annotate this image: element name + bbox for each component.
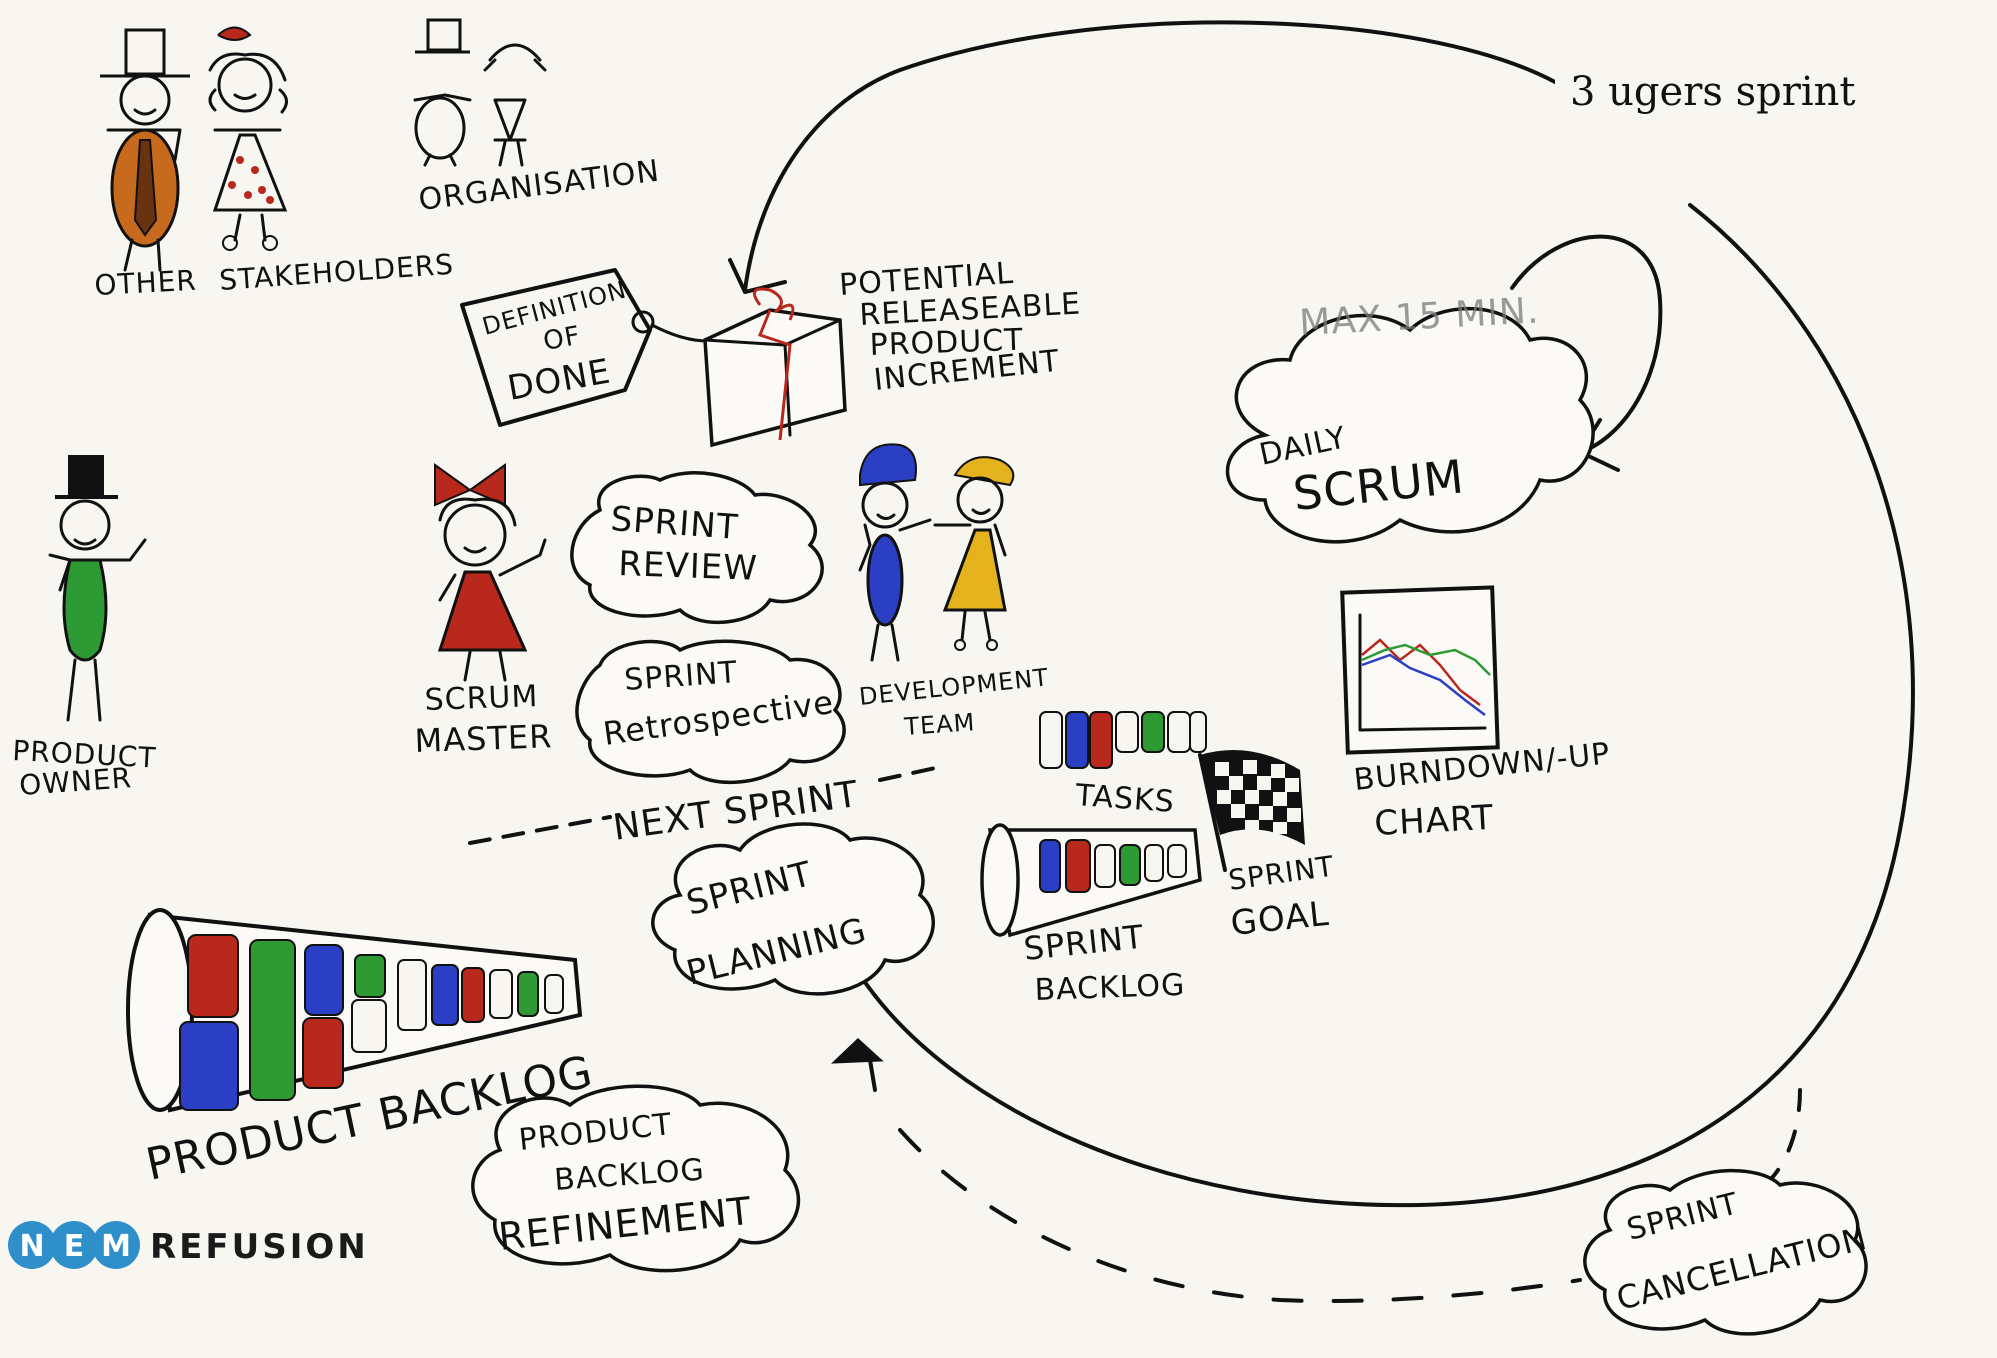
sprint-retrospective-cloud <box>575 639 846 784</box>
checkered-flag-icon <box>1198 750 1305 872</box>
logo-circle-e <box>50 1221 98 1269</box>
daily-scrum-cloud <box>1225 306 1595 544</box>
scrum-master-line2: MASTER <box>414 717 553 760</box>
logo-wordmark: REFUSION <box>150 1227 369 1267</box>
product-owner-figure <box>48 455 147 722</box>
sprint-retrospective-line1: SPRINT <box>623 655 739 698</box>
burndown-chart-line2: CHART <box>1373 798 1494 844</box>
burndown-chart-icon <box>1340 585 1500 755</box>
sprint-review-line1: SPRINT <box>609 499 739 548</box>
next-sprint-dash-right <box>878 765 942 782</box>
daily-loop-arrow <box>1510 234 1663 454</box>
gift-box-icon <box>703 287 847 448</box>
sprint-goal-line1: SPRINT <box>1226 849 1336 896</box>
product-owner-line1: PRODUCT <box>12 734 158 774</box>
potential-increment-line3: PRODUCT <box>869 323 1024 363</box>
scrum-master-line1: SCRUM <box>424 679 539 718</box>
product-backlog-icon <box>126 908 583 1113</box>
cancellation-dashed-path <box>898 1128 1582 1303</box>
small-up-arrowhead <box>831 1037 884 1064</box>
sprint-review-cloud <box>570 471 824 624</box>
sprint-goal-line2: GOAL <box>1229 894 1331 944</box>
logo-letter-m: M <box>101 1229 131 1264</box>
sprint-review-line2: REVIEW <box>618 544 759 589</box>
development-team-line1: DEVELOPMENT <box>858 663 1050 711</box>
sprint-length-label: 3 ugers sprint <box>1570 69 1855 115</box>
product-owner-line2: OWNER <box>18 761 133 802</box>
sprint-backlog-icon <box>980 823 1202 938</box>
definition-of-done-line3: DONE <box>505 351 614 408</box>
stakeholder-figure-woman <box>208 26 288 251</box>
small-up-arrow <box>868 1058 877 1092</box>
development-team-figures <box>858 443 1015 662</box>
sprint-planning-cloud <box>651 822 935 996</box>
definition-of-done-line2: OF <box>541 321 583 357</box>
refinement-cloud <box>471 1084 800 1273</box>
sprint-loop-circle <box>858 203 1915 1208</box>
nem-refusion-logo: N E M REFUSION <box>8 1221 369 1269</box>
other-label: OTHER <box>94 264 198 302</box>
logo-circle-n <box>8 1221 56 1269</box>
sprint-backlog-line2: BACKLOG <box>1034 968 1186 1008</box>
logo-letter-e: E <box>64 1229 85 1264</box>
stakeholder-figure-man <box>100 28 190 272</box>
definition-of-done-tag <box>460 268 652 427</box>
sprint-cycle-arrowhead <box>728 258 787 294</box>
tag-hole <box>631 310 655 334</box>
logo-circle-m <box>92 1221 140 1269</box>
scrum-master-figure <box>434 463 547 682</box>
next-sprint-dash-left <box>468 815 612 845</box>
organisation-figures <box>413 18 547 167</box>
cancellation-cloud <box>1583 1168 1868 1336</box>
tasks-icon <box>1039 711 1207 769</box>
tasks-label: TASKS <box>1073 778 1175 820</box>
sprint-cycle-arrow <box>743 20 1557 292</box>
stakeholders-label: STAKEHOLDERS <box>218 248 455 297</box>
logo-letter-n: N <box>19 1229 44 1264</box>
development-team-line2: TEAM <box>902 708 976 741</box>
sprint-length-bg <box>1555 60 1855 130</box>
cancellation-dashed-tail <box>1768 1088 1802 1182</box>
